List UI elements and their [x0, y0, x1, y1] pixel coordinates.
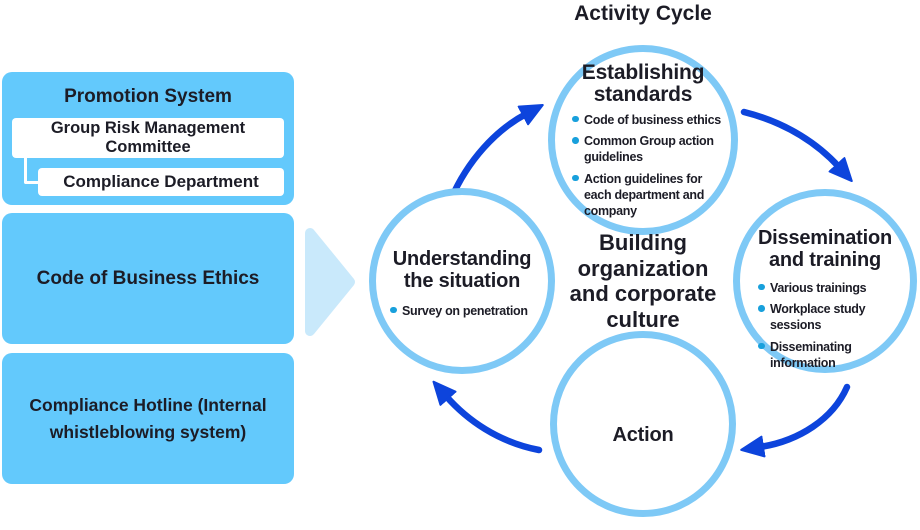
compliance-hotline-label: Compliance Hotline (Internal whistleblow…	[29, 395, 267, 442]
arrow-establishing-to-dissemination-icon	[740, 108, 853, 183]
arrow-understanding-to-establishing-icon	[447, 104, 544, 203]
code-of-business-ethics-label: Code of Business Ethics	[36, 267, 260, 289]
arrow-dissemination-to-action-icon	[740, 383, 851, 458]
establishing-standards-bullets: Code of business ethics Common Group act…	[572, 112, 730, 220]
code-of-business-ethics-box: Code of Business Ethics	[2, 213, 294, 344]
activity-cycle-title: Activity Cycle	[574, 2, 712, 25]
arrow-action-to-understanding-icon	[432, 380, 543, 454]
group-risk-management-committee-label: Group Risk Management Committee	[50, 119, 246, 156]
bullet-item: Code of business ethics	[572, 112, 730, 128]
bullet-item: Survey on penetration	[390, 303, 548, 319]
understanding-situation-circle: Understanding the situation Survey on pe…	[369, 188, 555, 374]
establishing-standards-circle: Establishing standards Code of business …	[548, 45, 738, 235]
compliance-hotline-box: Compliance Hotline (Internal whistleblow…	[2, 353, 294, 484]
bullet-item: Various trainings	[758, 280, 910, 296]
understanding-situation-bullets: Survey on penetration	[390, 303, 548, 319]
group-risk-management-committee-box: Group Risk Management Committee	[12, 118, 284, 158]
compliance-department-label: Compliance Department	[63, 172, 259, 191]
cycle-center-label: Building organization and corporate cult…	[569, 230, 717, 332]
bullet-item: Workplace study sessions	[758, 301, 910, 334]
action-title: Action	[612, 423, 674, 446]
action-circle: Action	[550, 331, 736, 517]
dissemination-training-circle: Dissemination and training Various train…	[733, 189, 917, 373]
right-pointer-triangle-icon	[305, 228, 355, 336]
understanding-situation-title: Understanding the situation	[392, 248, 532, 293]
promotion-system-title: Promotion System	[64, 86, 232, 107]
bullet-item: Action guidelines for each department an…	[572, 171, 730, 220]
bullet-item: Disseminating information	[758, 339, 910, 372]
establishing-standards-title: Establishing standards	[581, 61, 705, 107]
compliance-department-box: Compliance Department	[38, 168, 284, 196]
org-chart-connector-line	[24, 158, 42, 184]
promotion-system-box: Promotion System Group Risk Management C…	[2, 72, 294, 205]
bullet-item: Common Group action guidelines	[572, 133, 730, 166]
dissemination-training-title: Dissemination and training	[757, 227, 893, 272]
dissemination-training-bullets: Various trainings Workplace study sessio…	[758, 280, 910, 371]
